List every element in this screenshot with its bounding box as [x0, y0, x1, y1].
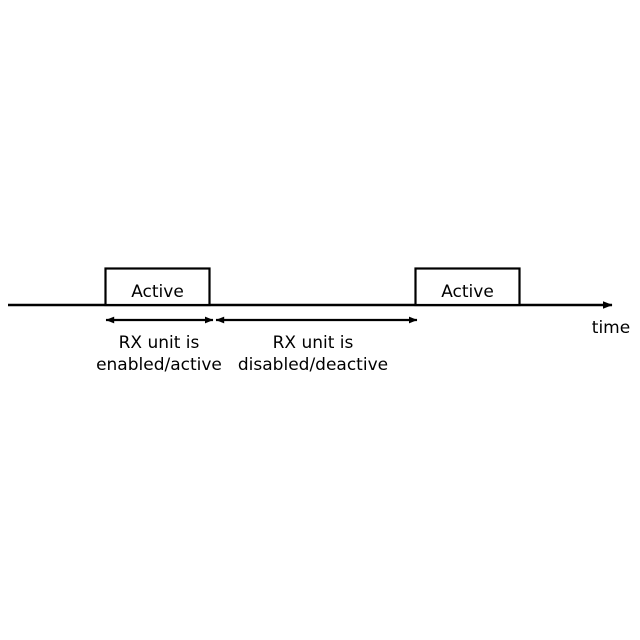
active-span-label-line1: RX unit is — [119, 333, 200, 353]
pulse-block-1: Active — [104, 267, 211, 307]
time-axis-label: time — [592, 318, 630, 338]
inactive-span-measure: RX unit is disabled/deactive — [215, 316, 418, 375]
inactive-span-label-line1: RX unit is — [273, 333, 354, 353]
active-span-label-line2: enabled/active — [96, 355, 222, 375]
active-box-1 — [104, 267, 211, 307]
active-box-1-label: Active — [131, 282, 184, 302]
active-box-2-label: Active — [441, 282, 494, 302]
pulse-block-2: Active — [414, 267, 521, 307]
active-span-measure: RX unit is enabled/active — [96, 316, 222, 375]
inactive-span-label-line2: disabled/deactive — [238, 355, 388, 375]
active-box-2 — [414, 267, 521, 307]
